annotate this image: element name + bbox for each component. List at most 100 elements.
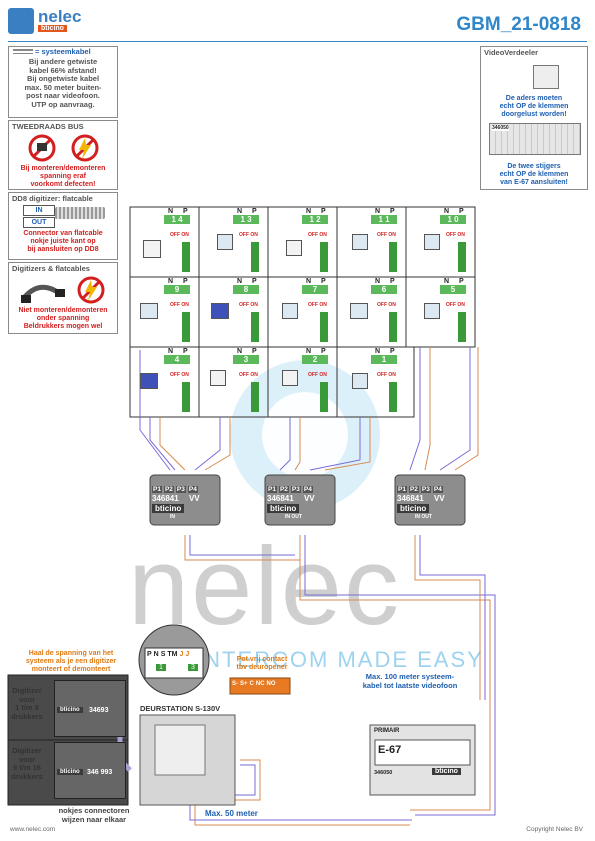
- e67-primair: PRIMAIR: [374, 728, 400, 734]
- nelec-logo-icon: [8, 8, 34, 34]
- flat-title: Digitizers & flatcables: [12, 264, 90, 273]
- keyboard-key: J: [179, 651, 184, 658]
- np-p: P: [390, 278, 395, 285]
- keyboard-key: N: [153, 651, 159, 658]
- videoverdeeler-note: VideoVerdeeler De aders moeten echt OP d…: [480, 46, 588, 190]
- vv-line: doorgelust worden!: [501, 111, 567, 118]
- videophone-icon: [210, 370, 226, 386]
- port-label: P3: [175, 486, 186, 493]
- distributor-brand: bticino: [267, 504, 300, 513]
- terminal-strip: [251, 242, 259, 272]
- haal-line: monteert of demonteert: [31, 666, 111, 673]
- kb-num-2: 3: [188, 664, 198, 671]
- apartment-number: 7: [302, 285, 328, 294]
- keyboard-key: TM: [167, 651, 178, 658]
- nokjes-line: wijzen naar elkaar: [61, 814, 127, 824]
- digitizer-2-caption: Digitizer voor 9 t/m 16 drukkers: [10, 746, 44, 781]
- vv-line2: van E-67 aansluiten!: [500, 179, 568, 186]
- haal-spanning-note: Haal de spanning van het systeem als je …: [10, 650, 132, 674]
- footer-copyright: Copyright Nelec BV: [526, 826, 583, 833]
- brand-name: nelec: [38, 7, 82, 26]
- switch-label: OFF ON: [170, 372, 189, 378]
- terminal-label: NC: [255, 681, 265, 687]
- distributor-out: OUT: [421, 514, 432, 520]
- port-label: P4: [302, 486, 313, 493]
- port-label: P2: [408, 486, 419, 493]
- terminal-strip: [320, 312, 328, 342]
- np-p: P: [252, 278, 257, 285]
- switch-label: OFF ON: [308, 372, 327, 378]
- keyboard-terminal-block: [144, 647, 204, 679]
- max100-line: Max. 100 meter systeem-: [365, 672, 455, 681]
- switch-label: OFF ON: [446, 302, 465, 308]
- switch-label: OFF ON: [170, 232, 189, 238]
- videophone-icon: [282, 303, 298, 319]
- deurstation-panel: [154, 724, 206, 776]
- switch-label: OFF ON: [377, 232, 396, 238]
- e67-brand: bticino: [432, 768, 461, 775]
- dd8-in-label: IN: [23, 205, 55, 216]
- dig2-line: drukkers: [11, 771, 43, 781]
- kb-num-1: 1: [156, 664, 166, 671]
- flat-line: Beldrukkers mogen wel: [23, 323, 103, 330]
- switch-label: OFF ON: [377, 302, 396, 308]
- apartment-number: 5: [440, 285, 466, 294]
- dd8-line: nokje juiste kant op: [30, 238, 96, 245]
- switch-label: OFF ON: [239, 372, 258, 378]
- distributor-model: 346841: [152, 494, 179, 503]
- digitizer-2-module: bticino 346 993: [54, 742, 126, 799]
- brand-sub: bticino: [38, 25, 67, 32]
- videophone-icon: [140, 303, 158, 319]
- np-n: N: [237, 278, 243, 285]
- digitizer-2-brand: bticino: [57, 769, 83, 775]
- apartment-number: 1 4: [164, 215, 190, 224]
- no-power-flatcable-icon: [21, 276, 105, 304]
- vv-line2: echt OP de klemmen: [499, 171, 569, 178]
- terminal-label: C: [249, 681, 254, 687]
- videophone-icon: [282, 370, 298, 386]
- distributor-3-labels: P1 P2 P3 P4 346841 VV bticino IN OUT: [397, 486, 463, 520]
- np-n: N: [168, 348, 174, 355]
- flatcable-icon: [55, 207, 105, 219]
- apartment-number: 6: [371, 285, 397, 294]
- apartment-number: 2: [302, 355, 328, 364]
- dd8-line: Connector van flatcable: [23, 230, 103, 237]
- dd8-out-label: OUT: [23, 217, 55, 228]
- np-n: N: [168, 208, 174, 215]
- np-cell-r3c1: N P 4: [164, 348, 196, 364]
- deurstation-label: DEURSTATION S-130V: [140, 704, 221, 713]
- keyboard-key: P: [147, 651, 152, 658]
- distributor-1-labels: P1 P2 P3 P4 346841 VV bticino IN: [152, 486, 218, 520]
- terminal-strip: [182, 242, 190, 272]
- dd8-title: DD8 digitizer: flatcable: [12, 194, 93, 203]
- watermark-circle-hole: [262, 392, 348, 478]
- distributor-vv: VV: [433, 494, 445, 503]
- np-n: N: [306, 278, 312, 285]
- terminal-strip: [182, 382, 190, 412]
- np-cell-r1c3: N P 1 2: [302, 208, 334, 224]
- np-n: N: [306, 208, 312, 215]
- systeem-line: Bij ongetwiste kabel: [26, 74, 100, 84]
- np-p: P: [459, 278, 464, 285]
- videophone-icon: [424, 303, 440, 319]
- e67-label: E-67: [378, 744, 402, 756]
- terminal-strip: [458, 312, 466, 342]
- distributor-in: IN: [285, 514, 290, 520]
- digitizer-1-module: bticino 34693: [54, 680, 126, 737]
- nokjes-line: nokjes connectoren: [58, 806, 130, 815]
- bus-warning-line: voorkomt defecten!: [30, 181, 96, 188]
- potvrij-line: Pot.vrij contact: [236, 656, 288, 663]
- port-label: P1: [152, 486, 162, 493]
- terminal-strip: [320, 242, 328, 272]
- np-p: P: [252, 208, 257, 215]
- np-cell-r3c4: N P 1: [371, 348, 403, 364]
- switch-label: OFF ON: [377, 372, 396, 378]
- np-cell-r1c2: N P 1 3: [233, 208, 265, 224]
- terminal-strip: [251, 382, 259, 412]
- dig2-line: 9 t/m 16: [13, 763, 41, 773]
- vv-line: De aders moeten: [505, 95, 563, 102]
- terminal-strip: [389, 382, 397, 412]
- videophone-icon: [424, 234, 440, 250]
- videophone-icon: [143, 240, 161, 258]
- terminal-label: NO: [266, 681, 276, 687]
